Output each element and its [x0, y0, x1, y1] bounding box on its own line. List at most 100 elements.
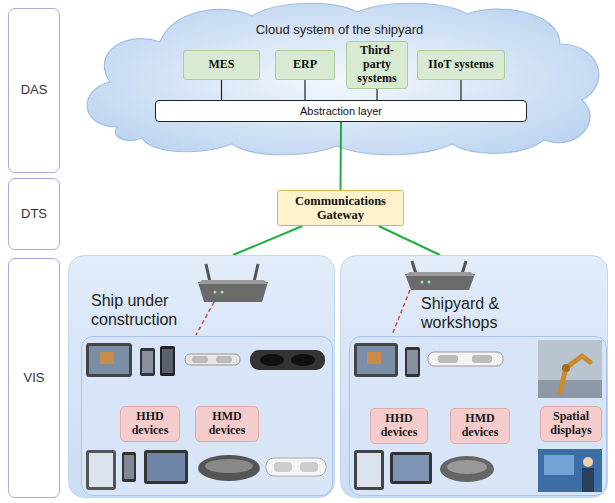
tablet-icon-part	[390, 452, 432, 484]
phone-icon-part	[405, 347, 420, 377]
connector-line	[221, 80, 222, 100]
tablet-icon-part	[89, 346, 129, 374]
title-holder: Cloud system of the shipyard	[72, 22, 607, 38]
router-icon-part	[254, 264, 258, 282]
cloud-region: Cloud system of the shipyardMES ERP Third-…	[72, 2, 607, 154]
router-icon-part	[428, 281, 431, 284]
tablet-icon-part	[86, 343, 132, 377]
phone-icon-part	[407, 350, 418, 374]
vr-headset-icon	[440, 456, 494, 482]
layer-band: VIS	[8, 258, 60, 498]
tablet-icon-part	[100, 352, 114, 364]
tablet-icon-part	[147, 453, 185, 481]
site-title: Shipyard & workshops	[421, 294, 531, 332]
connector-line	[379, 226, 440, 255]
gateway-box: Communications Gateway	[277, 190, 404, 226]
system-label: Third-party systems	[350, 44, 404, 85]
tablet-icon	[354, 450, 384, 490]
spatial-display-photo	[538, 449, 602, 492]
layer-label: DTS	[21, 207, 47, 222]
spatial-display-photo-part	[538, 380, 602, 398]
smart-glasses-icon-part	[216, 356, 232, 363]
layer-band: DAS	[8, 8, 60, 173]
smart-glasses-icon-part	[185, 354, 240, 365]
tablet-icon-part	[354, 450, 384, 490]
spatial-display-photo-part	[544, 455, 574, 475]
router-icon-part	[412, 261, 416, 274]
tablet-icon-part	[86, 450, 116, 490]
tablet-icon-part	[357, 453, 381, 487]
vr-headset-icon-part	[198, 455, 260, 481]
phone-icon-part	[160, 346, 175, 376]
device-group-box: HMD devices	[195, 406, 259, 442]
system-label: IIoT systems	[428, 58, 493, 72]
smart-glasses-icon-part	[300, 462, 318, 472]
smart-glasses-icon-part	[472, 355, 492, 363]
router-icon-part	[421, 281, 424, 284]
router-icon	[198, 264, 268, 302]
phone-icon	[160, 346, 175, 376]
title-holder: Shipyard & workshops	[421, 294, 531, 332]
tablet-icon	[390, 452, 432, 484]
router-icon-part	[405, 272, 475, 276]
phone-icon	[122, 452, 136, 482]
spatial-display-photo-part	[538, 449, 602, 492]
connector-line	[340, 122, 343, 190]
ar-glasses-icon	[250, 350, 325, 370]
system-box: ERP	[275, 50, 335, 80]
spatial-display-photo-part	[583, 457, 593, 467]
title-holder: Ship under construction	[91, 291, 191, 329]
router-icon-part	[462, 261, 466, 274]
device-group-box: HHD devices	[370, 408, 428, 444]
smart-glasses-icon-part	[428, 352, 503, 366]
abstraction-box: Abstraction layer	[155, 100, 527, 122]
tablet-icon-part	[144, 450, 188, 484]
router-icon-part	[198, 280, 268, 284]
layer-label: Abstraction layer	[300, 105, 382, 118]
layer-label: VIS	[24, 371, 45, 386]
site-panel: Shipyard & workshopsHHD devicesHMD devic…	[340, 255, 608, 498]
tablet-icon	[86, 450, 116, 490]
smart-glasses-icon	[266, 458, 326, 476]
vr-headset-icon	[198, 455, 260, 481]
tablet-icon-part	[367, 352, 381, 364]
router-icon-part	[405, 274, 475, 290]
tablet-icon	[144, 450, 188, 484]
system-label: MES	[208, 58, 234, 72]
tablet-icon	[354, 343, 398, 377]
gateway-label: Communications Gateway	[281, 194, 400, 223]
device-label: Spatial displays	[544, 410, 598, 438]
tablet-icon-part	[89, 453, 113, 487]
ar-glasses-icon-part	[260, 354, 284, 366]
tablet-icon-part	[393, 455, 429, 481]
router-icon	[405, 261, 475, 290]
vr-headset-icon-part	[205, 459, 253, 473]
phone-icon-part	[140, 348, 155, 376]
spatial-display-photo	[538, 340, 602, 398]
system-label: ERP	[293, 58, 317, 72]
layer-band: DTS	[8, 178, 60, 250]
tablet-icon-part	[357, 346, 395, 374]
wireless-link	[392, 290, 410, 335]
spatial-display-photo-part	[560, 356, 590, 392]
tablet-icon-part	[354, 343, 398, 377]
phone-icon-part	[124, 455, 134, 479]
smart-glasses-icon	[428, 352, 503, 366]
ar-glasses-icon-part	[291, 354, 315, 366]
smart-glasses-icon-part	[266, 458, 326, 476]
phone-icon-part	[122, 452, 136, 482]
smart-glasses-icon-part	[438, 355, 458, 363]
router-icon-part	[198, 282, 268, 302]
device-group-box: HHD devices	[120, 406, 180, 442]
connector-line	[376, 89, 377, 100]
smart-glasses-icon-part	[192, 356, 208, 363]
spatial-display-photo-part	[562, 364, 570, 372]
connector-line	[304, 80, 305, 100]
phone-icon-part	[162, 349, 173, 373]
cloud-title: Cloud system of the shipyard	[72, 22, 607, 38]
router-icon-part	[221, 291, 224, 294]
tablet-icon	[86, 343, 132, 377]
connector-line	[233, 226, 302, 255]
